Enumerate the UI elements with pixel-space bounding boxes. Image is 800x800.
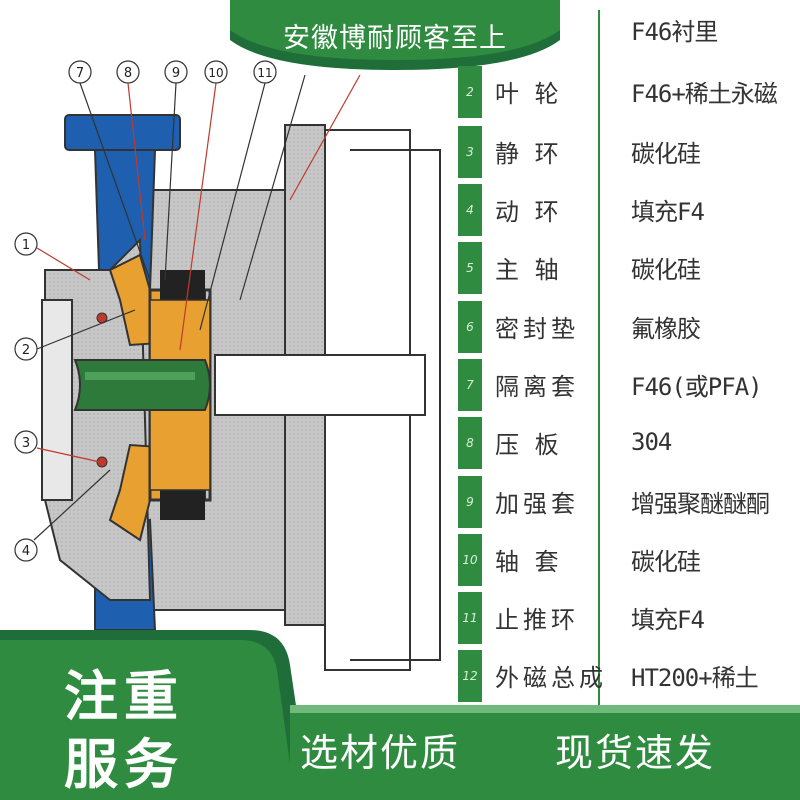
top-banner-text: 安徽博耐顾客至上 xyxy=(283,22,507,54)
part-material: F46+稀土永磁 xyxy=(631,79,778,108)
leader-line-9 xyxy=(164,82,177,281)
callout-label-1: 1 xyxy=(22,238,30,253)
table-row: 7 隔离套 F46(或PFA) xyxy=(455,355,800,413)
main-shaft xyxy=(73,359,211,411)
pump-cross-section: 1 2 3 4 7 8 9 10 11 xyxy=(14,60,441,671)
bottom-left-banner-shape xyxy=(0,630,310,800)
part-number: 6 xyxy=(458,301,482,353)
part-name: 主 轴 xyxy=(495,255,563,284)
table-row: 11 止推环 填充F4 xyxy=(455,588,800,646)
bottom-left-line1: 注重 xyxy=(64,665,184,728)
bottom-right-left-text: 选材优质 xyxy=(300,731,461,775)
callout-circle-1 xyxy=(14,232,38,256)
callout-label-3: 3 xyxy=(22,436,30,451)
part-material: 增强聚醚醚酮 xyxy=(631,489,770,518)
suction-cover xyxy=(41,299,73,501)
magnet-block-lower xyxy=(160,490,205,520)
part-name: 隔离套 xyxy=(495,372,579,401)
part-material: F46衬里 xyxy=(631,17,718,46)
table-row: 8 压 板 304 xyxy=(455,413,800,471)
bottom-right-right-text: 现货速发 xyxy=(555,731,716,775)
part-name: 静 环 xyxy=(495,139,563,168)
inlet-flange xyxy=(64,114,181,151)
part-number: 2 xyxy=(458,66,482,118)
part-material: 304 xyxy=(631,428,672,456)
part-material: F46(或PFA) xyxy=(631,372,763,401)
table-row: 9 加强套 增强聚醚醚酮 xyxy=(455,472,800,530)
table-divider xyxy=(598,10,600,715)
callout-label-9: 9 xyxy=(172,66,180,81)
callout-label-7: 7 xyxy=(76,66,84,81)
part-number: 10 xyxy=(458,534,482,586)
top-banner-shape xyxy=(230,0,560,70)
leader-line-4 xyxy=(33,469,111,541)
part-number: 12 xyxy=(458,650,482,702)
callout-circle-3 xyxy=(14,430,38,454)
callout-label-11: 11 xyxy=(257,66,272,80)
callout-label-10: 10 xyxy=(208,66,223,80)
leader-line-8 xyxy=(127,82,146,241)
part-name: 止推环 xyxy=(495,605,579,634)
part-name: 外磁总成 xyxy=(495,663,607,692)
part-material: 填充F4 xyxy=(631,197,705,226)
table-row: 5 主 轴 碳化硅 xyxy=(455,238,800,296)
bottom-right-banner-top-edge xyxy=(290,705,800,713)
shaft-sleeve-highlight xyxy=(85,372,195,380)
table-row: 3 静 环 碳化硅 xyxy=(455,122,800,180)
shaft-guide xyxy=(214,354,426,416)
leader-line-2 xyxy=(36,309,136,350)
callout-circle-4 xyxy=(14,538,38,562)
part-name: 轴 套 xyxy=(495,547,563,576)
leader-line-11 xyxy=(199,82,266,331)
leader-line-1 xyxy=(36,247,91,281)
callout-label-2: 2 xyxy=(22,343,30,358)
part-name: 压 板 xyxy=(495,430,563,459)
bottom-right-banner xyxy=(290,705,800,800)
part-number: 8 xyxy=(458,417,482,469)
part-material: 填充F4 xyxy=(631,605,705,634)
part-material: 氟橡胶 xyxy=(631,314,701,343)
table-row: 10 轴 套 碳化硅 xyxy=(455,530,800,588)
part-name: 动 环 xyxy=(495,197,563,226)
part-number: 9 xyxy=(458,476,482,528)
part-number: 7 xyxy=(458,359,482,411)
part-material: HT200+稀土 xyxy=(631,663,759,692)
table-row: 12 外磁总成 HT200+稀土 xyxy=(455,646,800,704)
motor-housing-outline xyxy=(350,149,441,661)
leader-line-3 xyxy=(36,447,101,463)
seal-ring-lower xyxy=(96,456,108,468)
part-material: 碳化硅 xyxy=(631,547,701,576)
leader-line-12 xyxy=(239,74,306,301)
table-row: 6 密封垫 氟橡胶 xyxy=(455,297,800,355)
magnet-block-upper xyxy=(160,270,205,300)
part-number: 3 xyxy=(458,126,482,178)
part-material: 碳化硅 xyxy=(631,255,701,284)
table-row: 4 动 环 填充F4 xyxy=(455,180,800,238)
part-number: 4 xyxy=(458,184,482,236)
part-name: 加强套 xyxy=(495,489,579,518)
bottom-left-line2: 服务 xyxy=(64,733,184,796)
table-row: 2 叶 轮 F46+稀土永磁 xyxy=(455,62,800,120)
part-number: 5 xyxy=(458,242,482,294)
part-material: 碳化硅 xyxy=(631,139,701,168)
part-name: 密封垫 xyxy=(495,314,579,343)
callout-label-8: 8 xyxy=(124,66,132,81)
part-name: 叶 轮 xyxy=(495,79,563,108)
leader-line-10 xyxy=(179,82,217,351)
table-row: F46衬里 xyxy=(455,0,800,58)
leader-line-13 xyxy=(289,74,361,201)
callout-label-4: 4 xyxy=(22,544,30,559)
part-number: 11 xyxy=(458,592,482,644)
leader-line-7 xyxy=(79,82,151,281)
